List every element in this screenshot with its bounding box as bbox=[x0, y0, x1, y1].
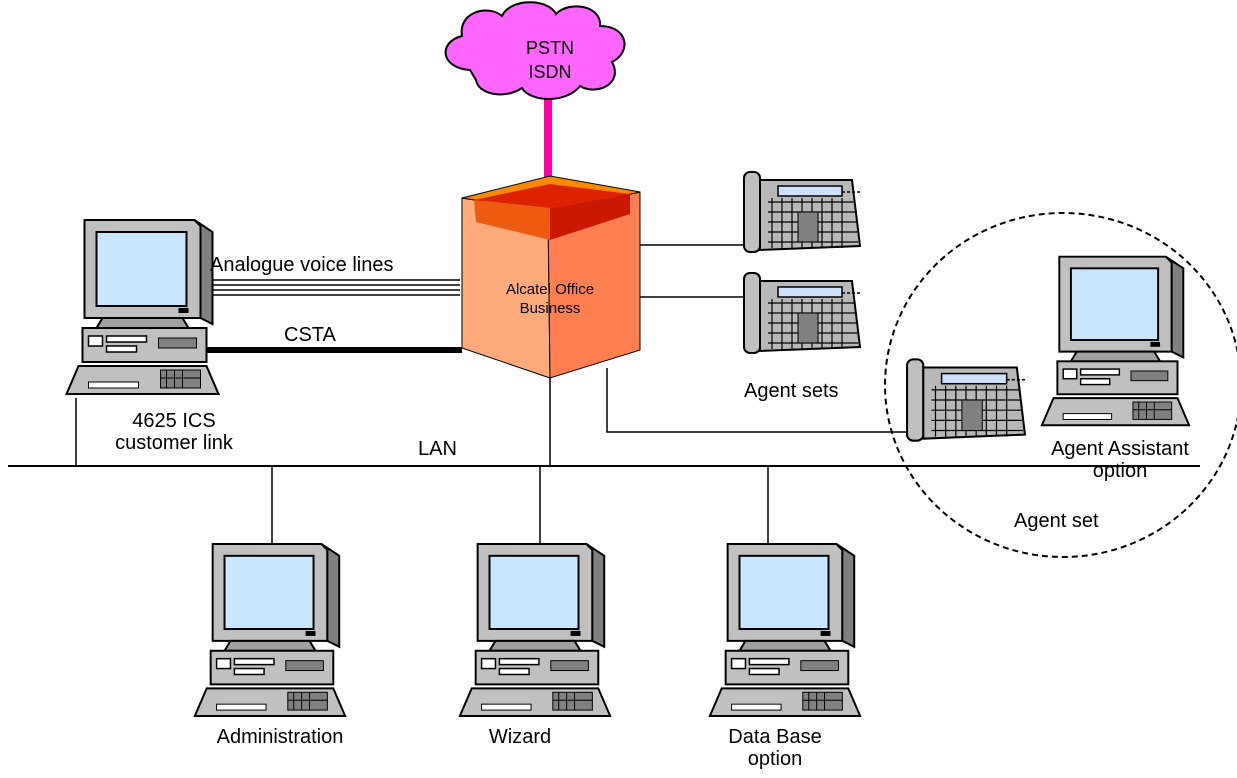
agent-assistant-option-group bbox=[884, 212, 1237, 558]
database-computer-icon bbox=[708, 542, 862, 718]
pbx-label-line-1: Alcatel Office bbox=[505, 281, 595, 298]
pbx-label-line-2: Business bbox=[519, 300, 581, 317]
analogue-voice-lines-label: Analogue voice lines bbox=[210, 254, 394, 276]
administration-computer-icon bbox=[193, 542, 347, 718]
agent-set-label: Agent set bbox=[1014, 510, 1099, 532]
agent-set-phone-icon-2 bbox=[742, 271, 862, 355]
agent-assistant-label-line-1: Agent Assistant bbox=[1051, 438, 1189, 460]
agent-set-phone-icon-1 bbox=[743, 171, 861, 253]
wizard-computer-icon bbox=[458, 542, 612, 718]
ics-label-line-1: 4625 ICS bbox=[132, 410, 216, 432]
agent-sets-label: Agent sets bbox=[744, 380, 839, 402]
cloud-label: PSTN ISDN bbox=[505, 36, 595, 84]
ics-label-line-2: customer link bbox=[115, 432, 233, 454]
agent-set-phone-icon-3 bbox=[905, 358, 1027, 442]
agent-assistant-label: Agent Assistant option bbox=[1030, 438, 1210, 482]
pbx-agent-set-3-link bbox=[606, 368, 910, 433]
alcatel-office-business-pbx bbox=[461, 175, 641, 379]
pstn-isdn-cloud bbox=[444, 1, 626, 100]
database-label-line-2: option bbox=[747, 748, 803, 770]
ics-label: 4625 ICS customer link bbox=[104, 410, 244, 454]
cloud-label-line-1: PSTN bbox=[525, 38, 574, 58]
ics-computer-icon bbox=[65, 218, 220, 396]
agent-assistant-label-line-2: option bbox=[1092, 460, 1148, 482]
agent-assistant-computer-icon bbox=[1040, 255, 1191, 427]
analogue-voice-lines bbox=[196, 279, 460, 296]
pbx-label: Alcatel Office Business bbox=[475, 280, 625, 318]
wizard-label: Wizard bbox=[488, 726, 552, 748]
cloud-label-line-2: ISDN bbox=[528, 62, 572, 82]
database-label: Data Base option bbox=[715, 726, 835, 770]
csta-label: CSTA bbox=[284, 324, 336, 346]
lan-label: LAN bbox=[418, 438, 457, 460]
administration-label: Administration bbox=[216, 726, 344, 748]
database-label-line-1: Data Base bbox=[728, 726, 822, 748]
